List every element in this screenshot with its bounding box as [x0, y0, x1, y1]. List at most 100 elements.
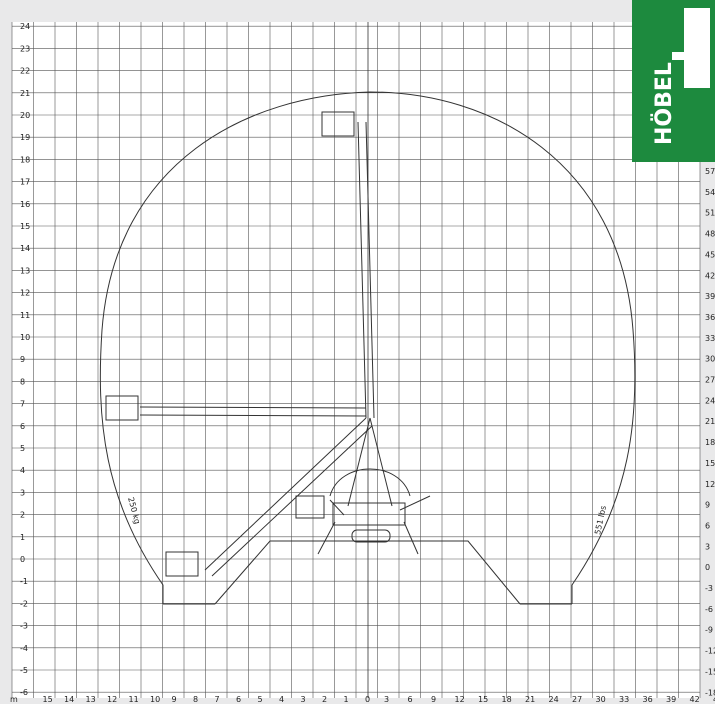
height-ft-tick-label: 42 [705, 271, 715, 280]
height-ft-tick-label: 45 [705, 250, 715, 259]
outreach-m-tick-label: 13 [86, 695, 96, 704]
height-ft-tick-label: 36 [705, 313, 715, 322]
height-ft-tick-label: 54 [705, 188, 715, 197]
machine-chassis [332, 502, 406, 526]
height-tick-label: 14 [20, 244, 30, 253]
outreach-unit-label: m [10, 695, 18, 704]
outreach-ft-tick-label: 27 [572, 695, 582, 704]
outreach-ft-tick-label: 12 [455, 695, 465, 704]
logo-block-top [684, 8, 710, 52]
height-tick-label: 15 [20, 222, 30, 231]
height-axis-labels-m: -6-5-4-3-2-10123456789101112131415161718… [20, 22, 30, 697]
outreach-m-tick-label: 4 [279, 695, 284, 704]
height-tick-label: 10 [20, 333, 30, 342]
envelope-outline [99, 91, 636, 604]
height-ft-tick-label: 15 [705, 459, 715, 468]
height-ft-tick-label: 0 [705, 563, 710, 572]
outreach-m-tick-label: 7 [215, 695, 220, 704]
height-ft-tick-label: 30 [705, 355, 715, 364]
height-tick-label: 5 [20, 444, 25, 453]
height-tick-label: 6 [20, 422, 25, 431]
outreach-m-tick-label: 10 [150, 695, 160, 704]
outriggers [317, 495, 431, 555]
height-tick-label: -6 [20, 688, 28, 697]
outreach-ft-tick-label: 6 [408, 695, 413, 704]
height-tick-label: 2 [20, 511, 25, 520]
outreach-ft-tick-label: 30 [596, 695, 606, 704]
platform-basket-low [165, 551, 199, 577]
height-ft-tick-label: -9 [705, 626, 713, 635]
outreach-ft-tick-label: 24 [549, 695, 559, 704]
outreach-m-tick-label: 9 [172, 695, 177, 704]
outreach-ft-tick-label: 9 [431, 695, 436, 704]
outreach-m-tick-label: 1 [344, 695, 349, 704]
working-envelope [99, 91, 636, 605]
boom-diagonal [204, 417, 373, 577]
outreach-ft-tick-label: 42 [690, 695, 700, 704]
height-ft-tick-label: 12 [705, 480, 715, 489]
height-axis-labels-ft: 575451484542393633302724211815129630-3-6… [705, 167, 715, 697]
hoebel-logo: HÖBEL [632, 0, 715, 162]
height-tick-label: 18 [20, 155, 30, 164]
height-ft-tick-label: -18 [705, 688, 715, 697]
height-tick-label: -5 [20, 666, 28, 675]
height-tick-label: 20 [20, 111, 30, 120]
outreach-ft-tick-label: 45 [713, 695, 715, 704]
outreach-m-tick-label: 0 [365, 695, 370, 704]
height-tick-label: 7 [20, 400, 25, 409]
boom-base [347, 417, 393, 507]
height-tick-label: 24 [20, 22, 30, 31]
outreach-ft-tick-label: 21 [525, 695, 535, 704]
height-ft-tick-label: 24 [705, 396, 715, 405]
height-tick-label: 8 [20, 377, 25, 386]
logo-block-bottom [684, 58, 710, 88]
platform-basket-top [321, 111, 355, 137]
height-tick-label: 13 [20, 266, 30, 275]
height-ft-tick-label: 57 [705, 167, 715, 176]
height-ft-tick-label: -3 [705, 584, 713, 593]
height-tick-label: 23 [20, 44, 30, 53]
height-tick-label: 9 [20, 355, 25, 364]
height-ft-tick-label: 3 [705, 542, 710, 551]
height-ft-tick-label: 21 [705, 417, 715, 426]
outreach-m-tick-label: 3 [301, 695, 306, 704]
height-ft-tick-label: 33 [705, 334, 715, 343]
platform-basket-left [105, 395, 139, 421]
height-ft-tick-label: 9 [705, 501, 710, 510]
outreach-ft-tick-label: 36 [643, 695, 653, 704]
height-tick-label: 19 [20, 133, 30, 142]
boom-vertical [357, 121, 375, 419]
outreach-m-tick-label: 2 [322, 695, 327, 704]
height-tick-label: -4 [20, 644, 28, 653]
height-ft-tick-label: 51 [705, 209, 715, 218]
height-ft-tick-label: 39 [705, 292, 715, 301]
height-tick-label: -2 [20, 599, 28, 608]
height-tick-label: 16 [20, 200, 30, 209]
height-tick-label: 4 [20, 466, 25, 475]
platform-basket-ground [295, 495, 325, 519]
height-ft-tick-label: 27 [705, 376, 715, 385]
outreach-m-tick-label: 6 [236, 695, 241, 704]
outreach-m-tick-label: 8 [193, 695, 198, 704]
height-tick-label: 17 [20, 178, 30, 187]
height-tick-label: -3 [20, 622, 28, 631]
height-ft-tick-label: -12 [705, 647, 715, 656]
outreach-ft-tick-label: 18 [502, 695, 512, 704]
outreach-ft-tick-label: 39 [666, 695, 676, 704]
outreach-ft-tick-label: 33 [619, 695, 629, 704]
outreach-ft-tick-label: 3 [384, 695, 389, 704]
boom-horizontal [139, 406, 367, 417]
swing-arc [329, 468, 411, 497]
height-tick-label: 0 [20, 555, 25, 564]
logo-bar [672, 52, 710, 60]
outreach-m-tick-label: 14 [64, 695, 74, 704]
outreach-m-tick-label: 5 [258, 695, 263, 704]
height-tick-label: 11 [20, 311, 30, 320]
outreach-m-tick-label: 11 [129, 695, 139, 704]
height-ft-tick-label: 18 [705, 438, 715, 447]
height-ft-tick-label: -6 [705, 605, 713, 614]
height-tick-label: 21 [20, 89, 30, 98]
